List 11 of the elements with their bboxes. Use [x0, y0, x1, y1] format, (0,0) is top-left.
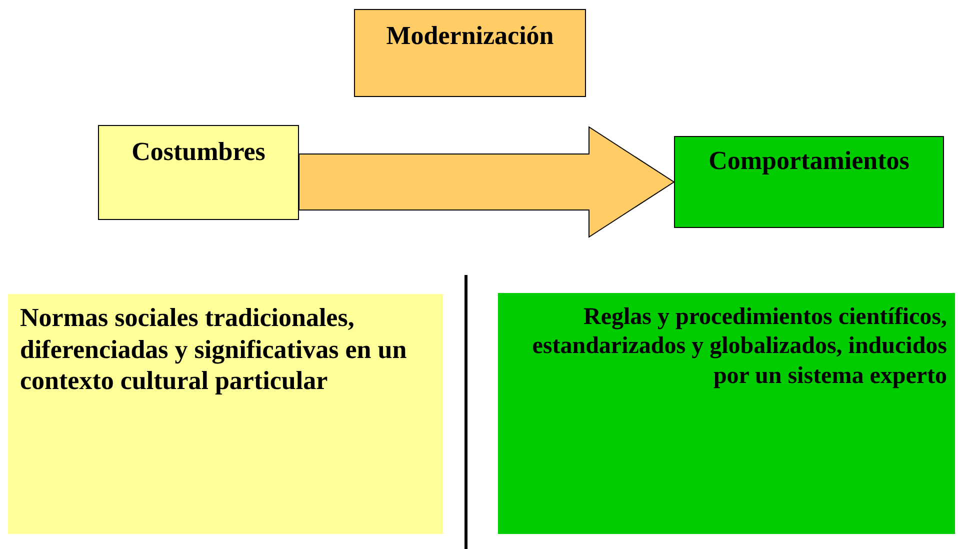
box-text: Modernización	[386, 20, 554, 52]
text-box	[674, 136, 944, 228]
text-box	[8, 294, 443, 534]
text-box	[498, 293, 955, 534]
box-text: Costumbres	[132, 136, 266, 168]
box-text: Normas sociales tradicionales, diferenciadas y significativas en un contexto cultural particular	[20, 302, 408, 398]
box-text: Comportamientos	[708, 145, 910, 177]
box-text: Reglas y procedimientos científicos, estandarizados y globalizados, inducidos por un sistema experto	[531, 303, 947, 391]
text-box	[98, 125, 299, 220]
block-arrow	[298, 126, 675, 238]
text-box	[354, 9, 586, 97]
